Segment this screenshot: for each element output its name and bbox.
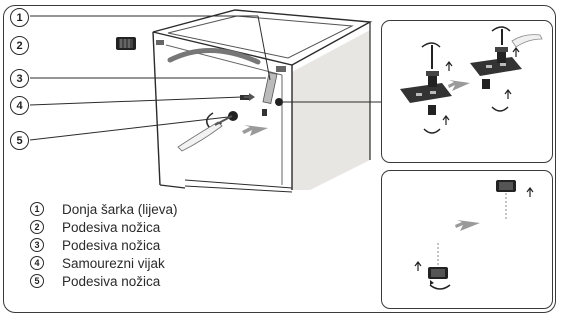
adjustable-foot-icon [428,267,448,279]
adjustable-foot-icon [497,51,506,63]
cabinet-side-panel [292,30,370,190]
adjustable-foot-icon [228,111,238,121]
legend-number: 3 [30,238,44,252]
detail-panel-bottom-drawing [414,180,534,290]
hinge-icon [167,48,261,65]
legend-number: 1 [30,202,44,216]
bracket-plate-icon [400,83,452,103]
direction-arrow-icon [448,80,470,91]
adjustable-foot-icon [496,180,516,192]
rotation-arrow-icon [429,284,451,290]
rotation-arrow-icon [421,42,441,48]
legend-item: 4 Samourezni vijak [30,254,270,272]
detail-panel-top-drawing [400,26,543,134]
legend-label: Podesiva nožica [62,273,161,289]
legend-item: 5 Podesiva nožica [30,272,270,290]
parts-legend: 1 Donja šarka (lijeva) 2 Podesiva nožica… [30,200,270,290]
legend-label: Podesiva nožica [62,219,161,235]
callout-1: 1 [10,8,29,27]
legend-label: Samourezni vijak [62,255,165,271]
rotation-arrow-icon [423,128,441,134]
callout-3: 3 [10,69,29,88]
bracket-plate-icon [470,57,522,76]
adjustable-foot-icon [428,105,436,115]
adjustable-foot-icon [482,79,490,89]
direction-arrow-icon [455,220,480,231]
legend-number: 5 [30,274,44,288]
legend-number: 4 [30,256,44,270]
rotation-arrow-icon [491,106,509,112]
legend-item: 1 Donja šarka (lijeva) [30,200,270,218]
hinge-plate-icon [262,72,278,104]
detail-panel-foot-adjustment [381,170,553,309]
legend-label: Donja šarka (lijeva) [62,201,178,217]
detail-panel-feet-installation [381,20,553,163]
callout-4: 4 [10,96,29,115]
legend-item: 2 Podesiva nožica [30,218,270,236]
callout-2: 2 [10,36,29,55]
direction-arrow-icon [242,125,268,136]
callout-5: 5 [10,131,29,150]
legend-item: 3 Podesiva nožica [30,236,270,254]
adjustable-foot-icon [428,75,437,87]
diagram-frame [3,5,556,313]
legend-label: Podesiva nožica [62,237,161,253]
legend-number: 2 [30,220,44,234]
screwdriver-icon [177,121,223,152]
screw-arrow-icon [244,93,255,101]
rotation-arrow-icon [491,26,511,32]
adjustable-foot-knob-icon [116,37,136,50]
screwdriver-icon [511,34,543,48]
